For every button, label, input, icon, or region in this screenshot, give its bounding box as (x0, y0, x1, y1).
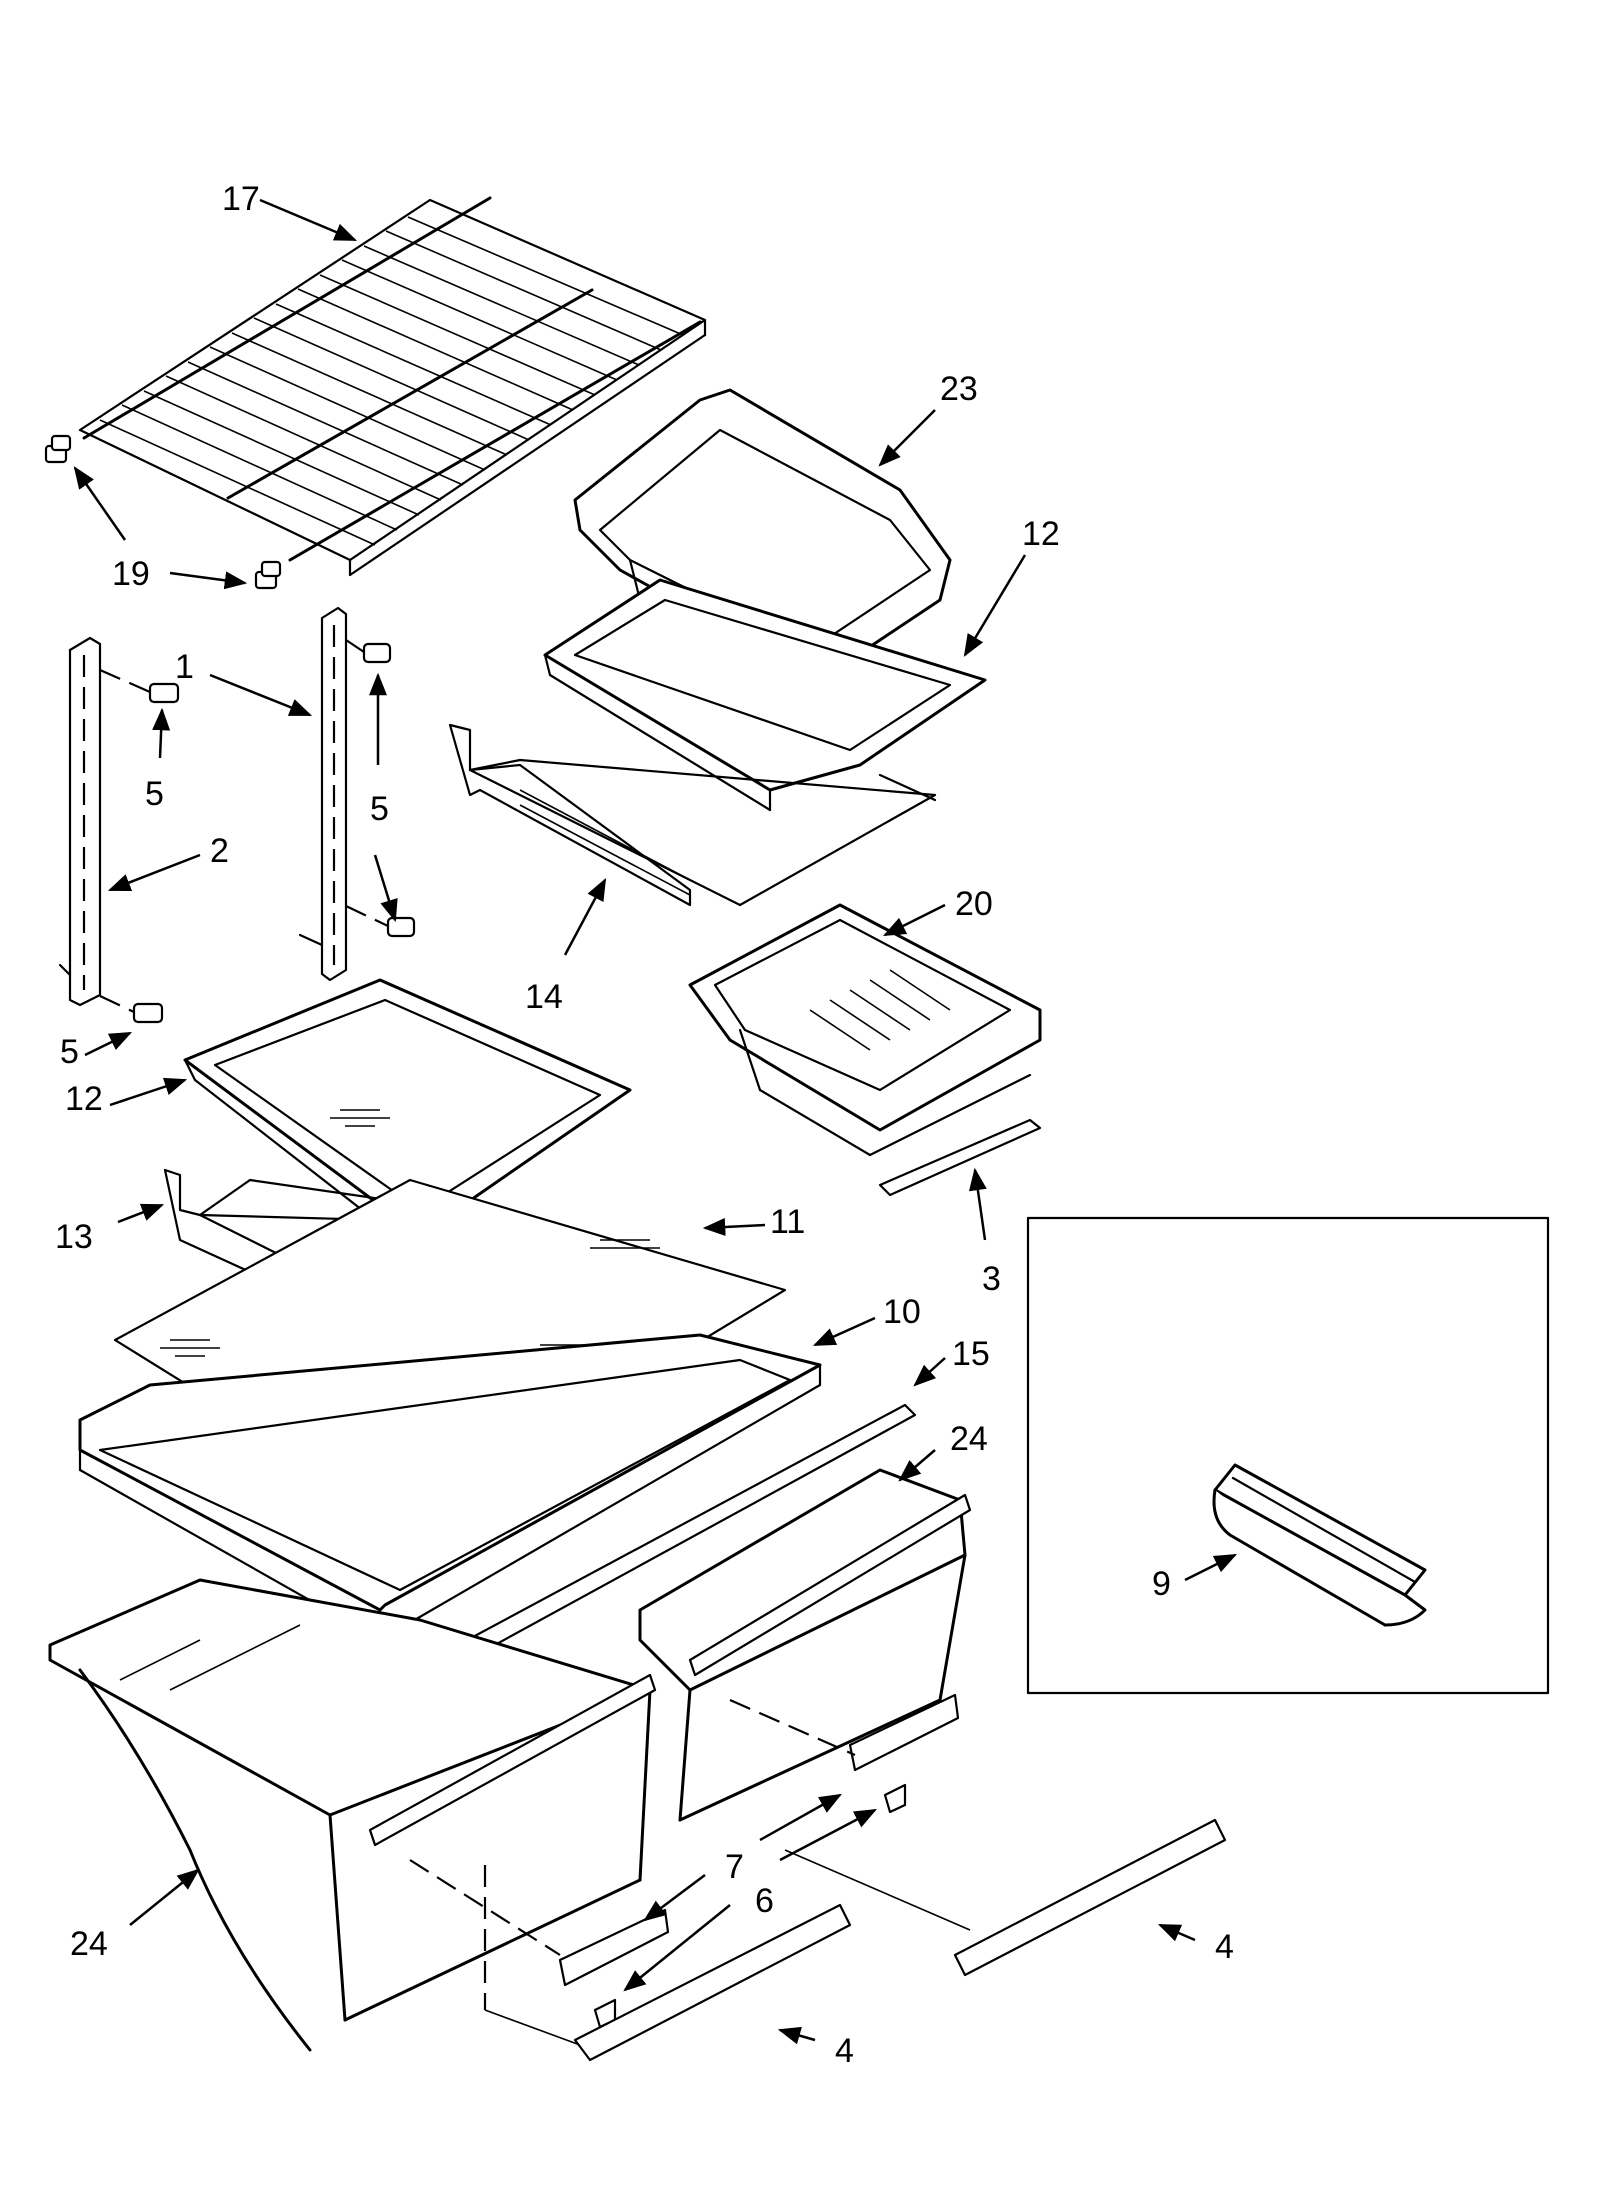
trim-4-right (953, 1818, 1227, 1977)
callout-10: 10 (883, 1293, 921, 1331)
callout-labels: 17 23 12 19 1 5 5 2 5 14 20 12 13 11 3 1… (55, 180, 1234, 2070)
callout-4-right: 4 (1215, 1928, 1234, 1966)
drawer-guide-lines (409, 1698, 971, 2046)
drawer-24-right (638, 1468, 972, 1822)
callout-1: 1 (175, 648, 194, 686)
shelf-ladder-2 (58, 636, 102, 1007)
drawer-24-left (48, 1578, 657, 2052)
clip-7 (558, 1693, 960, 1987)
callout-7: 7 (725, 1848, 744, 1886)
wire-shelf-17 (78, 196, 707, 577)
callout-6: 6 (755, 1882, 774, 1920)
callout-2: 2 (210, 832, 229, 870)
shelf-12-upper (543, 578, 987, 812)
inset-detail-9 (1026, 1216, 1550, 1695)
leader-arrows (73, 198, 1238, 2045)
crisper-20 (688, 903, 1042, 1157)
callout-23: 23 (940, 370, 978, 408)
callout-15: 15 (952, 1335, 990, 1373)
callout-19: 19 (112, 555, 150, 593)
callout-20: 20 (955, 885, 993, 923)
screw-5 (99, 639, 416, 1024)
callout-12-upper: 12 (1022, 515, 1060, 553)
callout-9: 9 (1152, 1565, 1171, 1603)
shelf-ladder-1 (298, 606, 348, 982)
shelf-stop-19 (44, 434, 282, 590)
cover-frame-10 (78, 1333, 822, 1642)
callout-17: 17 (222, 180, 260, 218)
callout-24-right: 24 (950, 1420, 988, 1458)
callout-5-right: 5 (370, 790, 389, 828)
callout-12-lower: 12 (65, 1080, 103, 1118)
callout-5-left-upper: 5 (145, 775, 164, 813)
callout-11: 11 (770, 1203, 805, 1241)
slide-frame-14 (448, 723, 937, 907)
trim-3 (878, 1118, 1042, 1197)
callout-14: 14 (525, 978, 563, 1016)
callout-5-left-lower: 5 (60, 1033, 79, 1071)
callout-13: 13 (55, 1218, 93, 1256)
trim-4-left (573, 1903, 852, 2062)
callout-24-left: 24 (70, 1925, 108, 1963)
clip-6 (593, 1783, 907, 2029)
callout-3: 3 (982, 1260, 1001, 1298)
callout-4-left: 4 (835, 2032, 854, 2070)
